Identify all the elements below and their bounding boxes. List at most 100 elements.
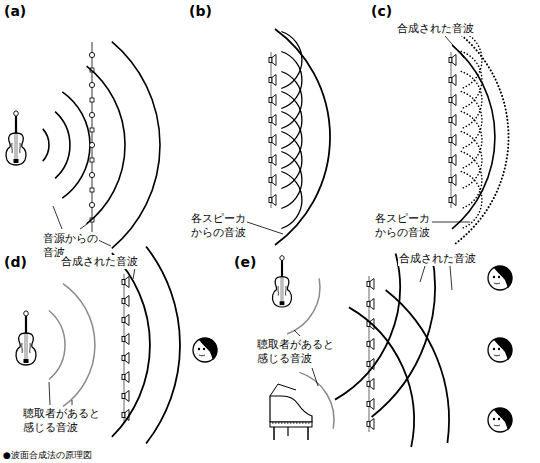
wavefront-arc [454,29,509,245]
wavefront-arc [300,372,334,428]
speaker-symbol [272,195,276,206]
wavefront-arc [461,32,482,89]
speaker-symbol [452,195,456,206]
speaker-symbol [272,135,276,146]
piano-icon [270,384,312,440]
listener-head [488,408,512,432]
wave-label: 各スピーカ からの音波 [374,212,431,240]
listener-head [488,266,512,290]
panel-letter: (c) [370,3,393,21]
microphone-symbol [90,188,94,192]
speaker-symbol [452,75,456,86]
wavefront-arc [461,132,482,189]
wavefront-arc [335,253,400,399]
speaker-symbol [125,372,129,383]
wave-label: 合成された音波 [398,252,477,266]
wavefront-arc [452,45,495,229]
wavefront-arc [281,152,302,209]
panel-letter: (d) [3,254,28,272]
microphone-symbol [89,82,94,87]
leader-line [72,400,73,405]
speaker-symbol [452,115,456,126]
speaker-array-line [124,274,125,423]
panel-letter: (b) [188,3,213,21]
speaker-array-line [369,276,370,432]
listener-head [193,338,217,362]
speaker-symbol [125,391,129,402]
microphone-symbol [89,142,94,147]
leader-line [53,206,62,229]
leader-line [312,368,318,386]
speaker-symbol [125,353,129,364]
leader-line [445,36,464,58]
speaker-symbol [370,399,374,410]
speaker-symbol [125,315,129,326]
microphone-symbol [90,98,94,102]
violin-icon [16,311,36,365]
wavefront-arc [461,172,482,229]
speaker-symbol [272,75,276,86]
violin-icon [6,111,26,165]
leader-line [247,222,283,234]
wavefront-arc [281,92,302,149]
speaker-symbol [452,95,456,106]
wavefront-arc [112,42,160,249]
wavefront-arc [146,247,180,444]
wavefront-arc [281,132,302,189]
figure-caption: ●波面合成法の原理図 [2,450,93,461]
wavefront-arc [349,307,414,447]
speaker-symbol [452,135,456,146]
microphone-symbol [90,158,94,162]
wavefront-arc [461,52,482,109]
wavefront-arc [281,32,302,89]
speaker-symbol [452,55,456,66]
wave-label: 聴取者があると 感じる音波 [256,338,335,366]
leader-line [98,240,111,246]
wavefront-arc [55,112,70,179]
wavefront-arc [275,29,330,245]
speaker-symbol [452,175,456,186]
leader-line [80,224,87,229]
microphone-symbol [89,52,94,57]
wavefront-arc [281,52,302,109]
wavefront-arc [461,112,482,169]
wavefront-arc [112,253,150,437]
wavefront-arc [62,92,90,198]
wavefront-arc [281,72,302,129]
wavefront-arc [281,172,302,229]
wavefront-arc [287,278,320,334]
speaker-symbol [272,55,276,66]
wave-label: 合成された音波 [396,22,475,36]
speaker-symbol [370,339,374,350]
wave-label: 聴取者があると 感じる音波 [22,407,101,435]
wavefront-arc [386,290,449,443]
speaker-symbol [272,115,276,126]
microphone-symbol [89,112,94,117]
speaker-symbol [272,155,276,166]
speaker-symbol [125,334,129,345]
speaker-symbol [452,155,456,166]
speaker-symbol [370,299,374,310]
speaker-array-line [271,52,272,208]
violin-icon [273,256,292,307]
leader-line [420,266,425,282]
wave-label: 合成された音波 [60,255,139,269]
speaker-symbol [370,279,374,290]
microphone-symbol [89,172,94,177]
leader-line [49,382,50,405]
speaker-symbol [272,95,276,106]
leader-line [432,222,470,223]
leader-line [133,268,135,279]
speaker-array-line [451,52,452,208]
panel-letter: (e) [233,254,257,272]
wavefront-arc [461,152,482,209]
wavefront-arc [461,92,482,149]
panel-letter: (a) [3,3,27,21]
wavefront-arc [87,66,125,224]
speaker-symbol [125,296,129,307]
leader-line [294,330,300,336]
wave-label: 各スピーカ からの音波 [190,212,247,240]
speaker-symbol [370,379,374,390]
microphone-symbol [90,128,94,132]
wavefront-arc [461,72,482,129]
